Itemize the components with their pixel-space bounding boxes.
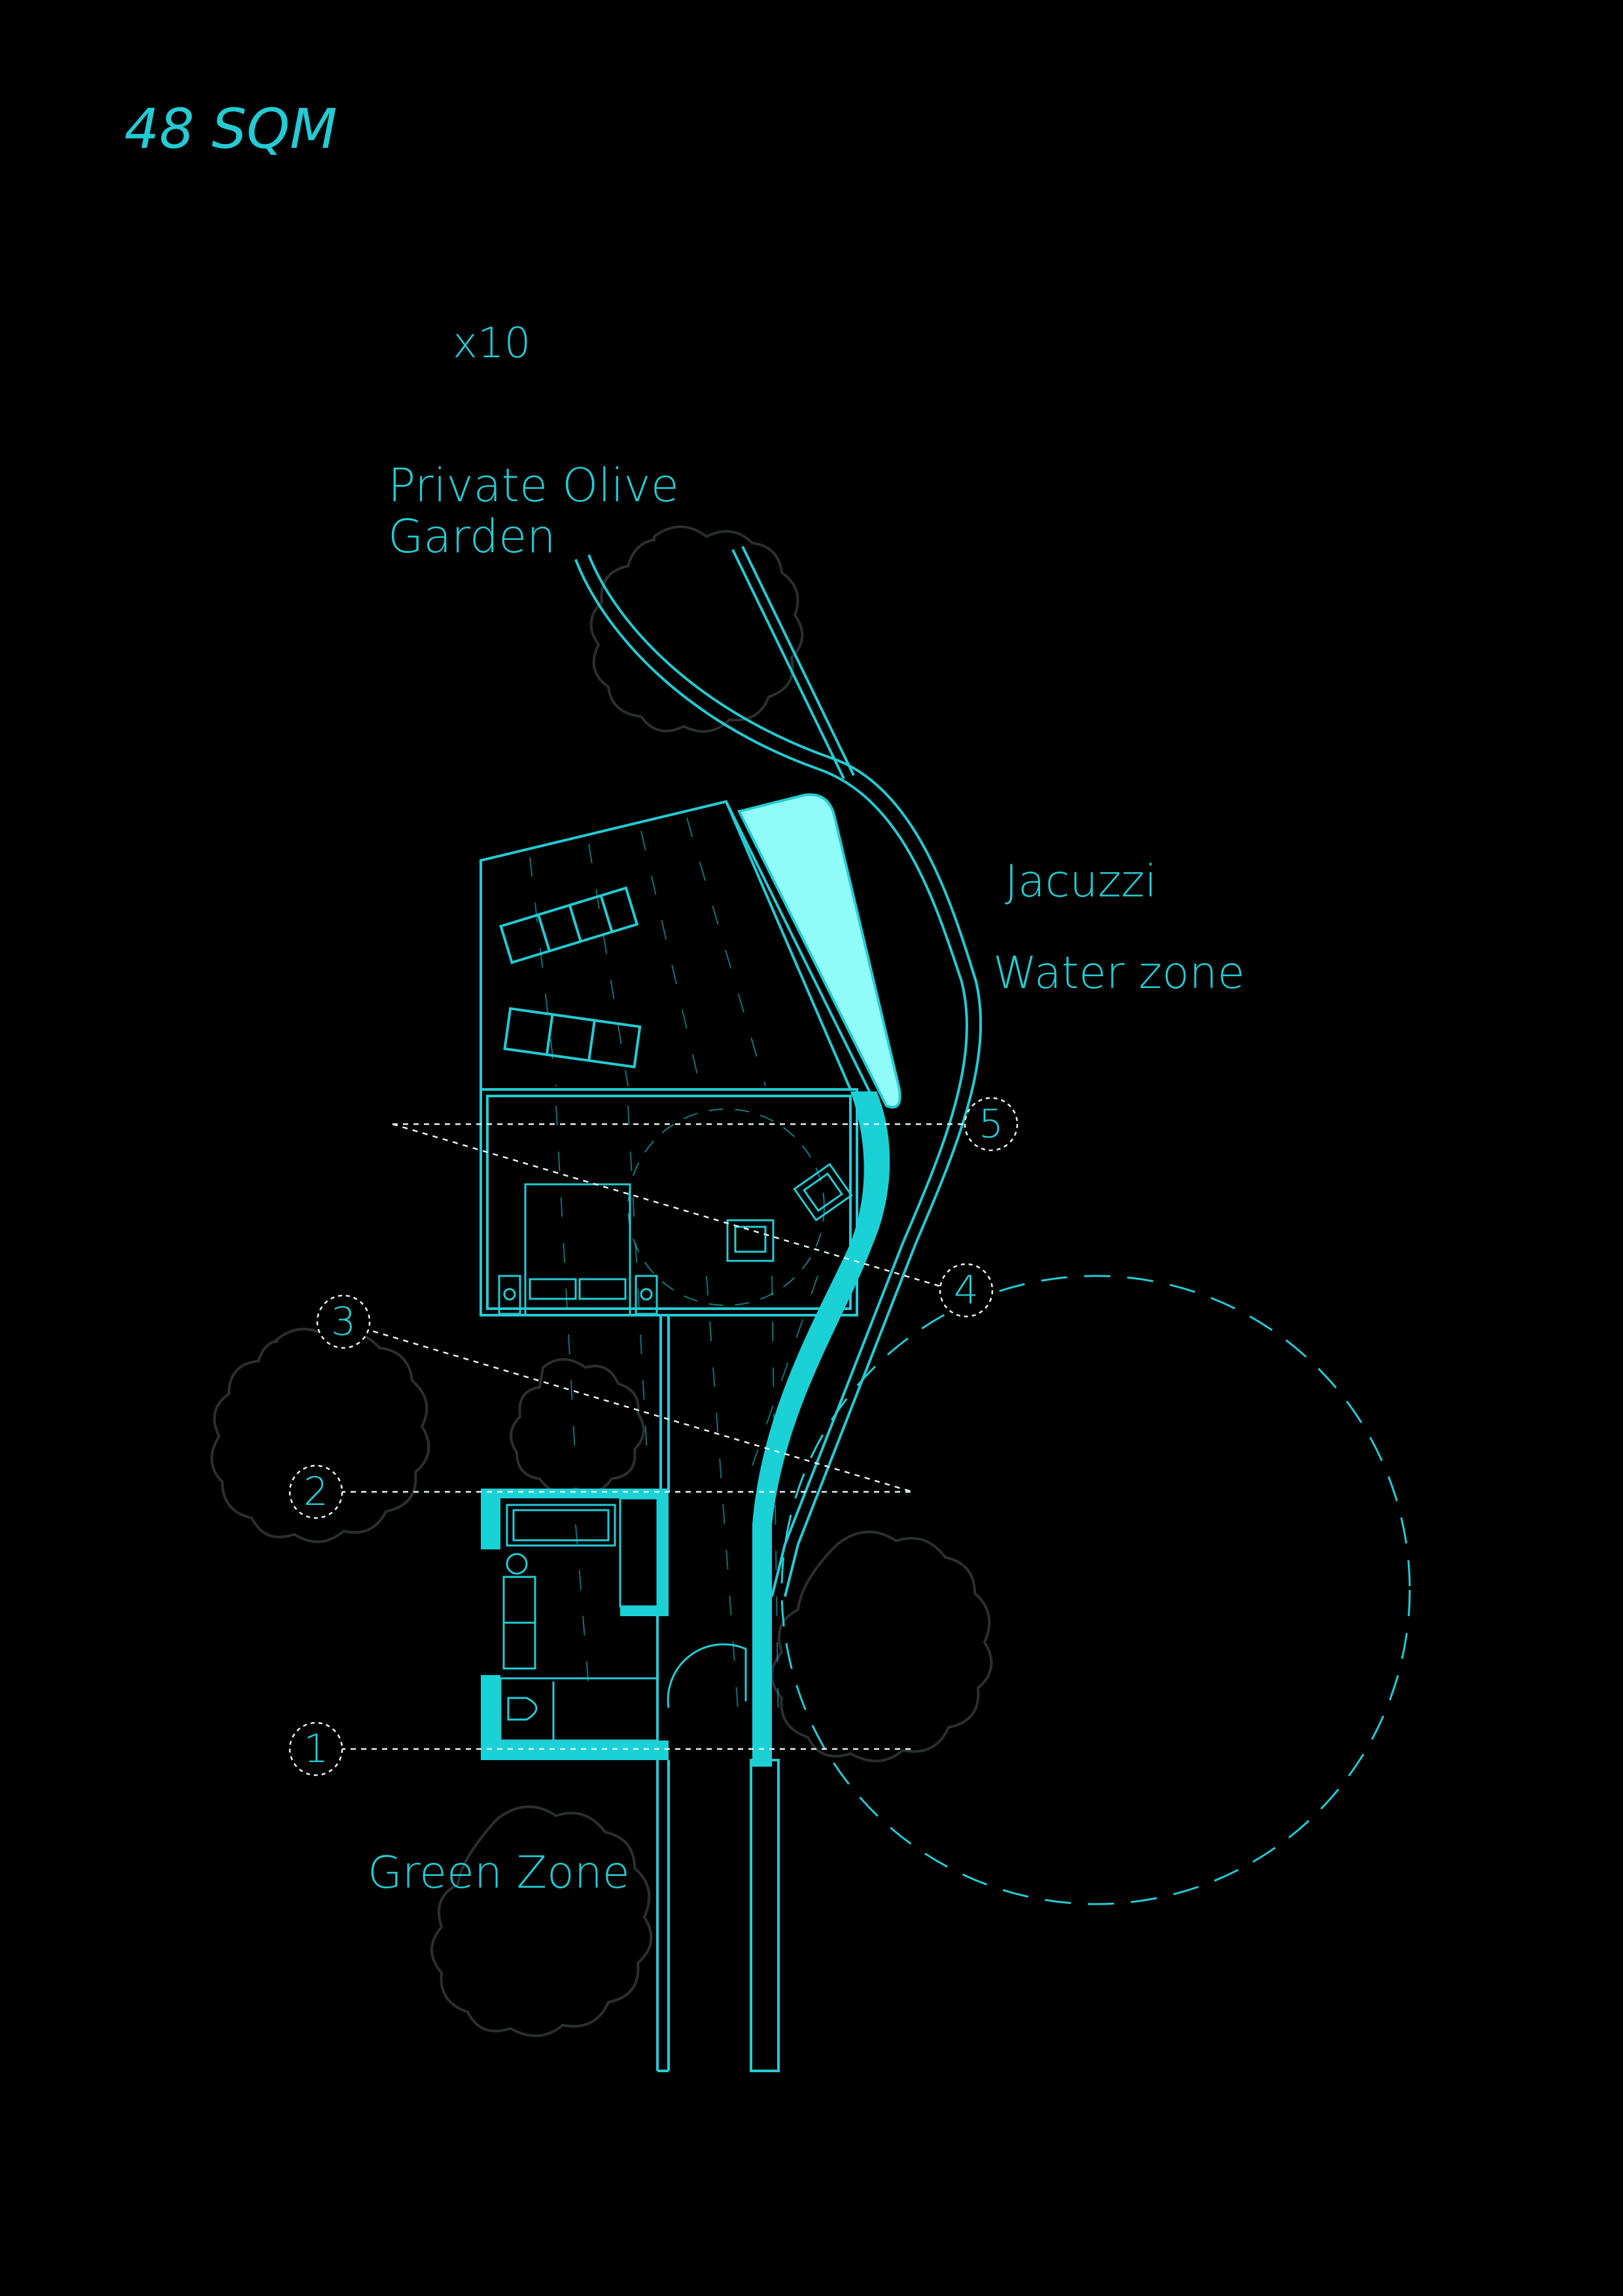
section-label-5: 5	[979, 1101, 1003, 1147]
jacuzzi-pool	[737, 793, 901, 1109]
accent-path-tail	[750, 1759, 780, 2072]
accent-path	[752, 1091, 890, 1767]
area-label: 48 SQM	[124, 97, 338, 161]
section-marker-1: 1	[288, 1722, 343, 1776]
section-markers: 1 2 3 4 5	[288, 1097, 1019, 1776]
unit-count-label: x10	[453, 319, 531, 368]
bathroom-door	[667, 1643, 747, 1708]
tree-canopy-center	[510, 1358, 645, 1493]
deck-texture	[529, 817, 818, 1728]
section-marker-3: 3	[316, 1294, 371, 1349]
sun-loungers	[499, 886, 642, 1069]
tree-canopy-right	[771, 1530, 993, 1763]
tree-canopy-top	[589, 525, 804, 733]
building	[480, 1088, 858, 1492]
section-label-4: 4	[954, 1267, 979, 1313]
section-marker-4: 4	[939, 1263, 994, 1318]
bedroom-furniture	[498, 1163, 853, 1316]
olive-garden-label: Private Olive Garden	[388, 459, 679, 564]
section-lines	[340, 1123, 965, 1750]
section-label-2: 2	[304, 1469, 328, 1515]
section-marker-2: 2	[288, 1464, 343, 1519]
bathroom	[481, 1489, 747, 2072]
section-marker-5: 5	[964, 1097, 1019, 1152]
tree-canopy-bottom	[430, 1805, 653, 2038]
section-label-3: 3	[331, 1299, 356, 1345]
pathway	[574, 546, 983, 1597]
tree-canopies	[210, 525, 993, 2038]
green-zone-label: Green Zone	[368, 1847, 630, 1899]
tree-canopy-left	[210, 1328, 430, 1544]
section-label-1: 1	[304, 1726, 328, 1772]
water-zone-label: Water zone	[993, 947, 1245, 999]
jacuzzi-label: Jacuzzi	[1005, 856, 1157, 908]
water-zone-circle	[780, 1275, 1411, 1905]
